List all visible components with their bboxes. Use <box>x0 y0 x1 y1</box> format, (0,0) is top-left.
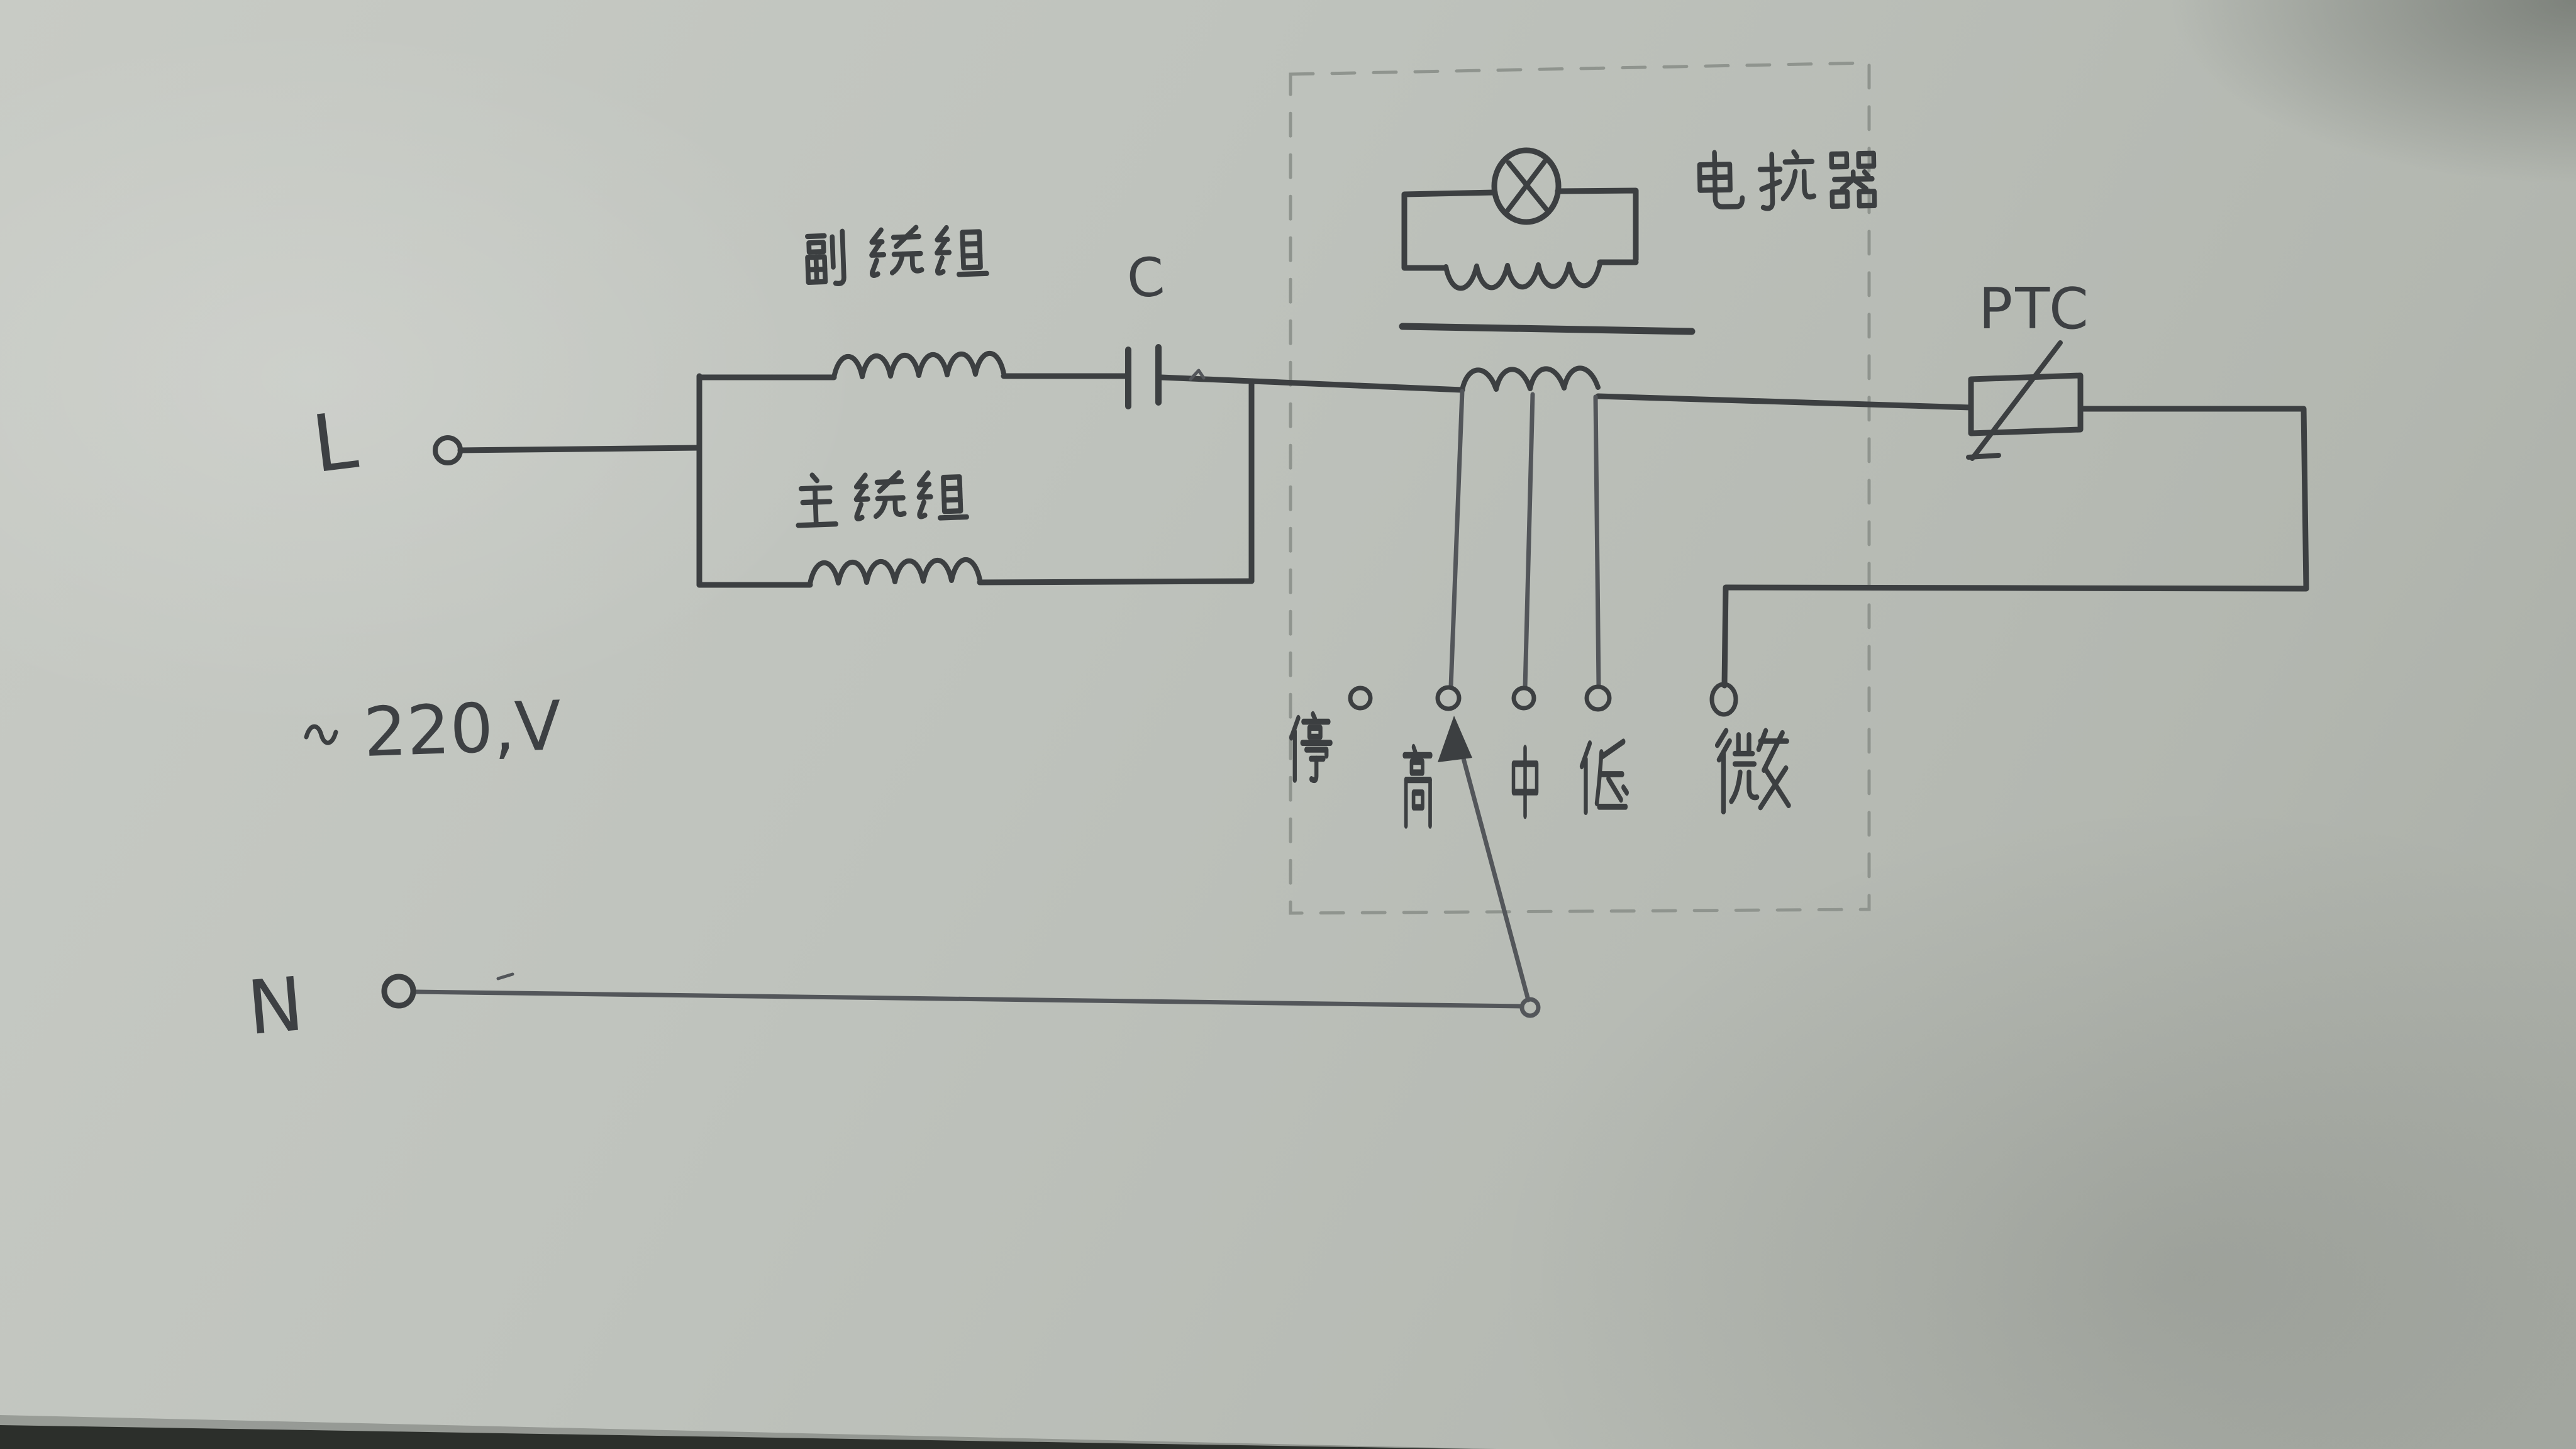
wire-to-reactor <box>1248 378 1465 393</box>
label-ptc: PTC <box>1979 276 2091 342</box>
selector-pivot <box>1519 997 1541 1018</box>
terminal-mid <box>1511 686 1536 711</box>
label-reactor <box>1697 149 1877 211</box>
lamp-cross-icon <box>1505 159 1549 213</box>
reactor-coil <box>1460 365 1601 392</box>
selector-arrowhead-icon <box>1438 716 1472 762</box>
label-main-winding <box>796 470 969 528</box>
selector-arm <box>1438 716 1541 1018</box>
selector-arm-line <box>1452 721 1531 1002</box>
wire-to-ptc <box>1595 393 1974 411</box>
label-tap-low <box>1579 738 1629 816</box>
wire-live-lead <box>457 445 702 453</box>
label-supply: 220,V <box>362 687 563 772</box>
dashed-enclosure-box <box>1289 61 1871 915</box>
tap-wires <box>1448 389 1601 690</box>
main-winding-coil <box>808 557 982 586</box>
reactor-legend <box>1399 147 1696 335</box>
label-aux-winding <box>805 225 989 286</box>
label-tap-micro <box>1714 728 1791 814</box>
label-capacitor: C <box>1125 246 1167 311</box>
wire-return-loop <box>1721 406 2309 689</box>
label-tap-mid <box>1511 745 1539 819</box>
legend-frame <box>1401 187 1639 271</box>
terminal-live <box>433 435 463 465</box>
label-live: L <box>308 395 362 491</box>
wiring <box>411 340 2309 1009</box>
photo-edge <box>0 1425 1472 1449</box>
wire-bottom-branch-right <box>977 578 1255 586</box>
lamp-icon <box>1491 147 1562 225</box>
label-tap-high <box>1402 743 1433 829</box>
ac-wave-icon <box>304 724 338 745</box>
legend-coil <box>1443 261 1602 291</box>
stray-pen-marks <box>496 369 1206 980</box>
ptc-box-icon <box>1968 372 2084 436</box>
aux-winding-coil <box>831 351 1006 380</box>
label-tap-stop <box>1289 711 1333 784</box>
wire-neutral <box>411 989 1524 1009</box>
terminal-stop <box>1348 686 1373 711</box>
terminal-neutral <box>381 974 416 1009</box>
ptc-slash-icon <box>1966 340 2063 461</box>
label-neutral: N <box>244 960 307 1052</box>
terminal-low <box>1584 684 1612 712</box>
terminal-micro <box>1709 682 1738 717</box>
legend-underline <box>1399 323 1696 335</box>
capacitor-icon <box>1125 344 1162 409</box>
terminal-high <box>1435 685 1462 711</box>
wire-top-branch-right <box>1158 374 1255 384</box>
